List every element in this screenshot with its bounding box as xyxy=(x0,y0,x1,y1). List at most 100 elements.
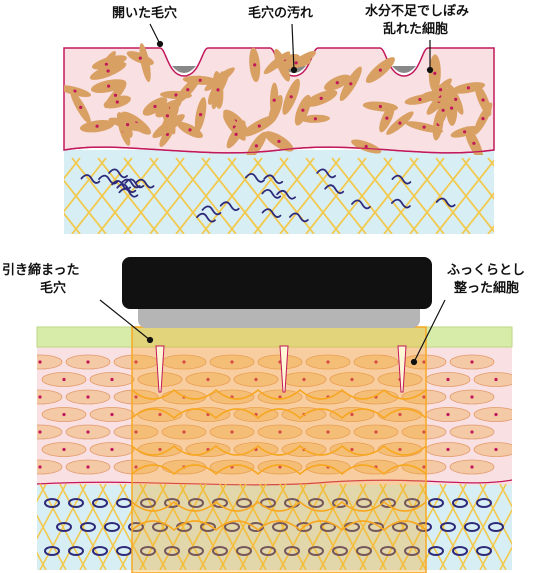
elastin-loop xyxy=(452,498,468,508)
cell-nucleus xyxy=(470,465,474,469)
elastin-loop xyxy=(68,498,84,508)
elastin-fiber xyxy=(276,189,296,200)
cell-nucleus xyxy=(206,377,210,382)
elastin-loop xyxy=(416,522,432,532)
collagen-fiber xyxy=(71,157,133,234)
leader-line xyxy=(149,23,161,45)
cell xyxy=(473,442,512,457)
cell-nucleus xyxy=(422,465,426,469)
elastin-loop xyxy=(356,498,372,508)
cell-nucleus xyxy=(374,360,378,364)
collagen-fiber xyxy=(540,484,550,570)
elastin-loop xyxy=(140,546,156,556)
cell xyxy=(37,389,63,405)
pore-dirt xyxy=(392,66,416,73)
elastin-loop xyxy=(404,498,420,508)
elastin-fiber xyxy=(116,183,137,194)
elastin-loop xyxy=(104,522,120,532)
elastin-loop xyxy=(464,522,480,532)
cell-nucleus xyxy=(86,465,90,469)
collagen-fiber xyxy=(305,157,367,234)
cell-nucleus xyxy=(86,360,90,364)
elastin-fiber xyxy=(120,178,141,189)
collagen-fiber xyxy=(64,212,81,234)
elastin-loop xyxy=(164,546,180,556)
cell-nucleus xyxy=(254,377,258,382)
cell-nucleus xyxy=(364,144,368,149)
leader-line xyxy=(99,299,151,341)
elastin-loop xyxy=(392,522,408,532)
elastin-loop xyxy=(476,546,492,556)
cell-nucleus xyxy=(62,412,66,417)
cell-nucleus xyxy=(165,114,169,118)
cell-nucleus xyxy=(289,95,293,99)
collagen-fiber xyxy=(64,157,81,180)
elastin-fiber xyxy=(391,198,411,209)
cell-nucleus xyxy=(494,377,498,382)
cell-nucleus xyxy=(253,63,257,67)
collagen-fiber xyxy=(435,159,494,234)
collagen-fiber xyxy=(439,483,487,570)
elastin-fiber xyxy=(435,197,456,208)
top-leader-lines xyxy=(149,23,434,74)
cell-nucleus xyxy=(349,82,353,86)
treatment-zone xyxy=(131,326,427,573)
label-tight-pores-line1: 引き締まった xyxy=(2,263,80,278)
cell-nucleus xyxy=(422,360,426,364)
elastin-fiber xyxy=(108,168,128,179)
elastin-fiber xyxy=(134,178,155,189)
cell-nucleus xyxy=(278,465,282,469)
collagen-fiber xyxy=(540,484,550,570)
collagen-fiber xyxy=(199,483,247,570)
cell-nucleus xyxy=(86,430,90,434)
cell-nucleus xyxy=(454,97,458,101)
cell-nucleus xyxy=(138,56,142,60)
cell-nucleus xyxy=(95,124,99,128)
cell-nucleus xyxy=(350,377,354,382)
bottom-leader-lines xyxy=(99,299,446,366)
beauty-device xyxy=(122,257,432,328)
label-dry-cells-line1: 水分不足でしぼみ xyxy=(365,4,470,19)
collagen-fiber xyxy=(37,483,67,540)
cell xyxy=(37,424,63,440)
elastin-loop xyxy=(140,498,156,508)
label-pore-dirt: 毛穴の汚れ xyxy=(248,6,314,21)
collagen-fiber xyxy=(383,157,445,234)
elastin-loop xyxy=(224,522,240,532)
elastin-loop xyxy=(236,546,252,556)
pore-dirt xyxy=(172,66,196,73)
cell-nucleus xyxy=(398,412,402,417)
energy-wave xyxy=(131,464,427,476)
leader-dot xyxy=(410,358,418,366)
cell-nucleus xyxy=(378,104,382,109)
collagen-fiber xyxy=(540,158,550,234)
elastin-loop xyxy=(92,546,108,556)
elastin-fiber xyxy=(201,205,222,216)
collagen-fiber xyxy=(409,157,471,234)
cell-nucleus xyxy=(86,395,90,399)
cell-nucleus xyxy=(134,395,138,399)
label-tight-pores-line2: 毛穴 xyxy=(40,281,67,296)
elastin-fiber xyxy=(324,184,345,195)
cell-nucleus xyxy=(385,116,389,120)
cell-nucleus xyxy=(216,88,220,92)
leader-dot xyxy=(426,66,434,74)
collagen-fiber xyxy=(487,224,494,234)
collagen-fiber xyxy=(79,483,127,570)
cell-nucleus xyxy=(230,360,234,364)
elastin-fiber xyxy=(261,208,282,218)
cell-nucleus xyxy=(198,78,202,82)
elastin-loop xyxy=(380,498,396,508)
elastin-fiber xyxy=(289,212,309,223)
elastin-fiber xyxy=(351,199,371,210)
elastin-loop xyxy=(380,546,396,556)
collagen-fiber xyxy=(520,484,550,570)
elastin-loop xyxy=(152,522,168,532)
cell xyxy=(473,372,512,387)
cell-nucleus xyxy=(350,412,354,417)
cell-nucleus xyxy=(62,377,66,382)
cell-nucleus xyxy=(398,447,402,452)
cell-nucleus xyxy=(466,86,470,90)
cell-nucleus xyxy=(199,113,203,117)
